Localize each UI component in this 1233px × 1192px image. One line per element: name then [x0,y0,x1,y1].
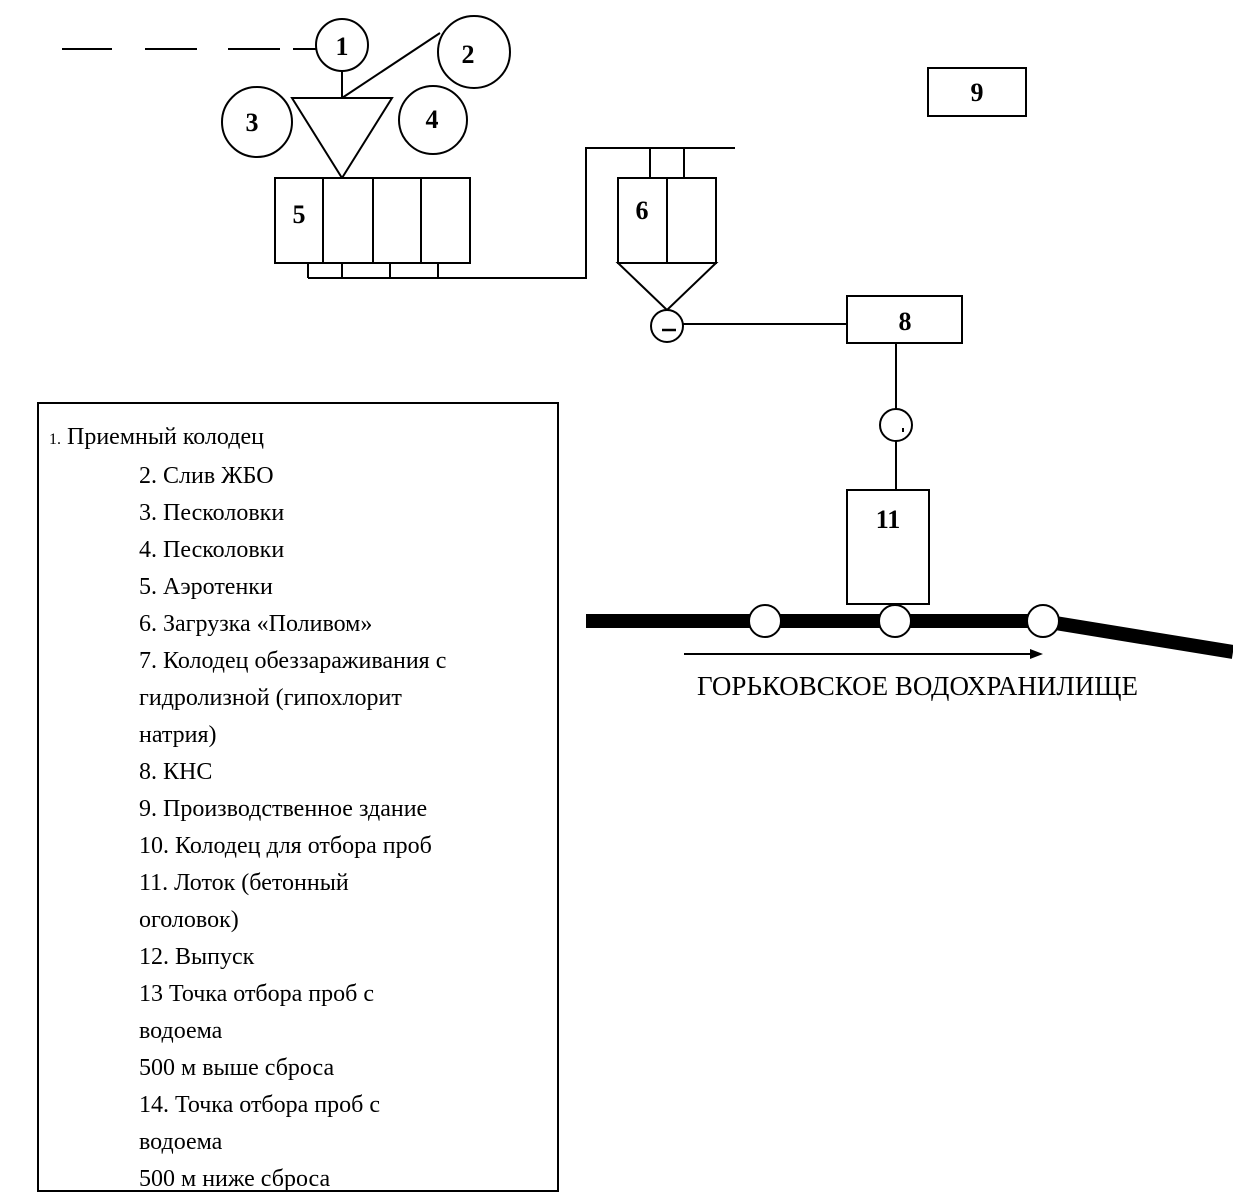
legend-item-number: 1. [49,431,61,448]
legend-list: 1. Приемный колодец 2. Слив ЖБО 3. Пескол… [39,419,557,1192]
node-3-circle [221,86,293,158]
legend-item: 3. Песколовки [139,500,285,526]
pump-circle [650,309,684,343]
node-6-label: 6 [636,196,649,225]
legend-item: 5. Аэротенки [139,574,273,600]
legend-item: 8. КНС [139,759,213,785]
legend-item: 7. Колодец обеззараживания с [139,648,447,674]
node-4-label: 4 [426,105,439,134]
legend-item: 12. Выпуск [139,944,255,970]
legend-item: 6. Загрузка «Поливом» [139,611,373,637]
legend-item-text: Приемный колодец [67,424,264,450]
sand-trap-funnel [290,97,394,180]
tray-box [846,489,930,605]
production-building-box [927,67,1027,117]
node-2-circle [437,15,511,89]
node-1-circle [315,18,369,72]
legend-item-1: 1. Приемный колодец [39,419,557,458]
river-point-downstream [1026,604,1060,638]
node-3-label: 3 [246,108,259,137]
aerotank-outlet-pipe [307,147,735,279]
river-label: ГОРЬКОВСКОЕ ВОДОХРАНИЛИЩЕ [697,671,1138,701]
legend-item: 14. Точка отбора проб с [139,1092,380,1118]
legend-item: 9. Производственное здание [139,796,428,822]
kns-box [846,295,963,344]
legend-item: 500 м выше сброса [139,1055,335,1081]
legend-item: водоема [139,1018,223,1044]
node-1-label: 1 [336,32,349,61]
node-4-circle [398,85,468,155]
flow-arrowhead [1030,649,1043,659]
legend-item: 2. Слив ЖБО [139,463,274,489]
block-6 [615,148,719,312]
river-point-upstream [748,604,782,638]
connector-2-to-funnel [341,32,441,99]
node-11-label: 11 [876,505,901,534]
river-point-outlet [878,604,912,638]
legend-item: 10. Колодец для отбора проб [139,833,432,859]
node-9-label: 9 [971,78,984,107]
legend-item: 4. Песколовки [139,537,285,563]
legend-item: оголовок) [139,907,239,933]
node-5-label: 5 [293,200,306,229]
legend-item: гидролизной (гипохлорит [139,685,402,711]
legend-item: 11. Лоток (бетонный [139,870,349,896]
legend-item: 500 м ниже сброса [139,1166,331,1192]
sample-well-circle [879,408,913,442]
legend-box: 1. Приемный колодец 2. Слив ЖБО 3. Пескол… [37,402,559,1192]
legend-item: 13 Точка отбора проб с [139,981,374,1007]
node-8-label: 8 [899,307,912,336]
legend-item: натрия) [139,722,217,748]
node-2-label: 2 [462,40,475,69]
legend-item: водоема [139,1129,223,1155]
